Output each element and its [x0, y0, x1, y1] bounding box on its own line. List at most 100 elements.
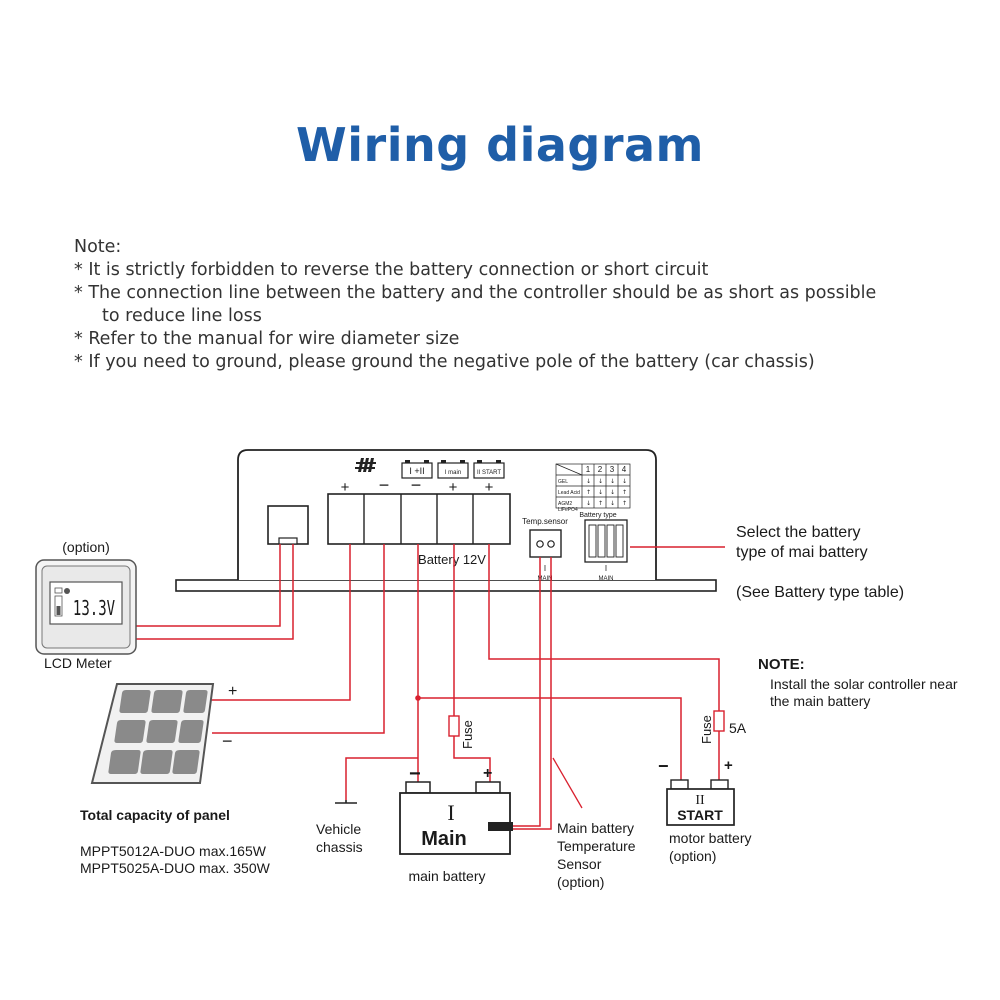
note-line-1: * It is strictly forbidden to reverse th… [74, 260, 709, 280]
wire-lcd-a [135, 544, 281, 627]
svg-text:↓: ↓ [586, 478, 591, 485]
select-battery-note-2: type of mai battery [736, 544, 868, 561]
battery-type-table [555, 463, 631, 509]
battery-type-label: Battery type [579, 512, 616, 519]
battery-table-col-2: 2 [598, 465, 603, 474]
notes-block: Note: * It is strictly forbidden to rever… [74, 236, 876, 374]
solar-controller: + − − + + I +II I main [175, 449, 717, 592]
lcd-sun-icon [64, 588, 70, 594]
install-note-line1: Install the solar controller near [770, 676, 958, 692]
svg-text:↓: ↓ [610, 500, 615, 507]
main-battery-plus: + [483, 765, 492, 782]
note-line-2: * The connection line between the batter… [74, 283, 877, 303]
temp-sensor-port-label: Temp.sensor [522, 517, 568, 526]
battery-table-col-4: 4 [622, 465, 627, 474]
temp-sensor-caption-1: Main battery [557, 820, 634, 836]
terminal-main-plus: + [449, 479, 458, 496]
main-battery-roman: I [447, 800, 454, 825]
fuse-rating: 5A [729, 720, 747, 736]
motor-battery-roman: II [695, 793, 705, 808]
wire-panel-minus [212, 544, 385, 734]
battery-icon-main: I main [437, 460, 469, 479]
svg-text:↓: ↓ [610, 489, 615, 496]
svg-text:↓: ↓ [598, 478, 603, 485]
lcd-meter: 13.3V [35, 559, 137, 655]
battery-icon-both-label: I +II [409, 466, 424, 476]
battery-table-col-3: 3 [610, 465, 615, 474]
svg-text:↑: ↑ [598, 500, 603, 507]
wires [135, 544, 725, 830]
motor-battery-minus: − [658, 756, 669, 776]
battery-icon-both: I +II [401, 460, 433, 479]
main-battery-minus: − [409, 763, 421, 785]
battery-table-row-1: GEL [558, 479, 568, 485]
panel-minus-sign: − [222, 731, 233, 751]
svg-text:↓: ↓ [610, 478, 615, 485]
temp-sensor-port-sub: MAIN [538, 576, 553, 582]
panel-plus-sign: + [228, 683, 237, 700]
motor-battery-plus: + [724, 757, 733, 774]
battery-icon-start-label: II START [477, 470, 501, 476]
svg-text:↑: ↑ [622, 500, 627, 507]
temp-sensor-caption-4: (option) [557, 874, 604, 890]
temp-sensor-caption-3: Sensor [557, 856, 602, 872]
wire-lcd-b [135, 544, 294, 640]
panel-model-1: MPPT5012A-DUO max.165W [80, 843, 267, 859]
lcd-reading: 13.3V [73, 598, 115, 621]
controller-mounting-flange [175, 579, 717, 592]
leader-temp-sensor [552, 757, 583, 809]
panel-model-2: MPPT5025A-DUO max. 350W [80, 860, 271, 876]
battery-table-arrows: ↓ ↓ ↓ ↓ ↑ ↓ ↓ ↑ ↓ ↑ ↓ ↑ [586, 478, 627, 507]
lcd-option-label: (option) [62, 539, 109, 555]
terminal-block [327, 493, 511, 545]
fuse-motor-label: Fuse [699, 715, 714, 744]
fuse-main: Fuse [448, 715, 475, 749]
wire-start-plus-upper [488, 544, 720, 711]
chassis-label-line2: chassis [316, 839, 363, 855]
terminal-pv-minus: − [379, 475, 390, 495]
battery-icon-main-label: I main [445, 470, 461, 476]
temp-sensor-port [529, 529, 562, 558]
main-battery [399, 781, 513, 855]
motor-battery-name: START [677, 807, 723, 823]
motor-battery-caption-1: motor battery [669, 830, 751, 846]
lcd-port-pin [278, 537, 298, 545]
fuse-main-label: Fuse [460, 720, 475, 749]
lcd-meter-label: LCD Meter [44, 655, 112, 671]
dip-switch-sub: MAIN [599, 576, 614, 582]
battery-table-row-2: Lead Acid [558, 490, 580, 496]
svg-text:↑: ↑ [622, 489, 627, 496]
page-title: Wiring diagram [296, 118, 704, 172]
main-battery-temp-sensor [488, 822, 513, 831]
note-line-3: * Refer to the manual for wire diameter … [74, 329, 460, 349]
lcd-battery-icon [54, 587, 63, 594]
note-line-2-continued: to reduce line loss [102, 306, 262, 326]
solar-panel [90, 683, 215, 784]
solar-panel-icon [355, 458, 376, 472]
wire-temp-a [510, 557, 541, 827]
svg-text:↓: ↓ [622, 478, 627, 485]
svg-text:↓: ↓ [598, 489, 603, 496]
install-note-heading: NOTE: [758, 656, 805, 673]
motor-battery [666, 779, 735, 826]
wire-motor-minus [418, 697, 682, 780]
wire-panel-plus [210, 544, 351, 701]
svg-text:↓: ↓ [586, 500, 591, 507]
svg-text:↑: ↑ [586, 489, 591, 496]
select-battery-note-3: (See Battery type table) [736, 584, 904, 601]
junction-dot [415, 695, 421, 701]
install-note-line2: the main battery [770, 693, 870, 709]
temp-sensor-caption-2: Temperature [557, 838, 636, 854]
notes-heading: Note: [74, 237, 122, 257]
battery-table-row-3: AGM2 [558, 501, 572, 507]
terminal-battery-minus: − [411, 475, 422, 495]
terminal-pv-plus: + [341, 479, 350, 496]
fuse-motor: Fuse 5A [699, 710, 747, 744]
battery-voltage-label: Battery 12V [418, 552, 486, 567]
main-battery-name: Main [421, 828, 467, 850]
temp-sensor-port-roman: I [544, 564, 546, 573]
motor-battery-caption-2: (option) [669, 848, 716, 864]
wire-temp-b [510, 557, 552, 830]
main-battery-caption: main battery [408, 868, 485, 884]
